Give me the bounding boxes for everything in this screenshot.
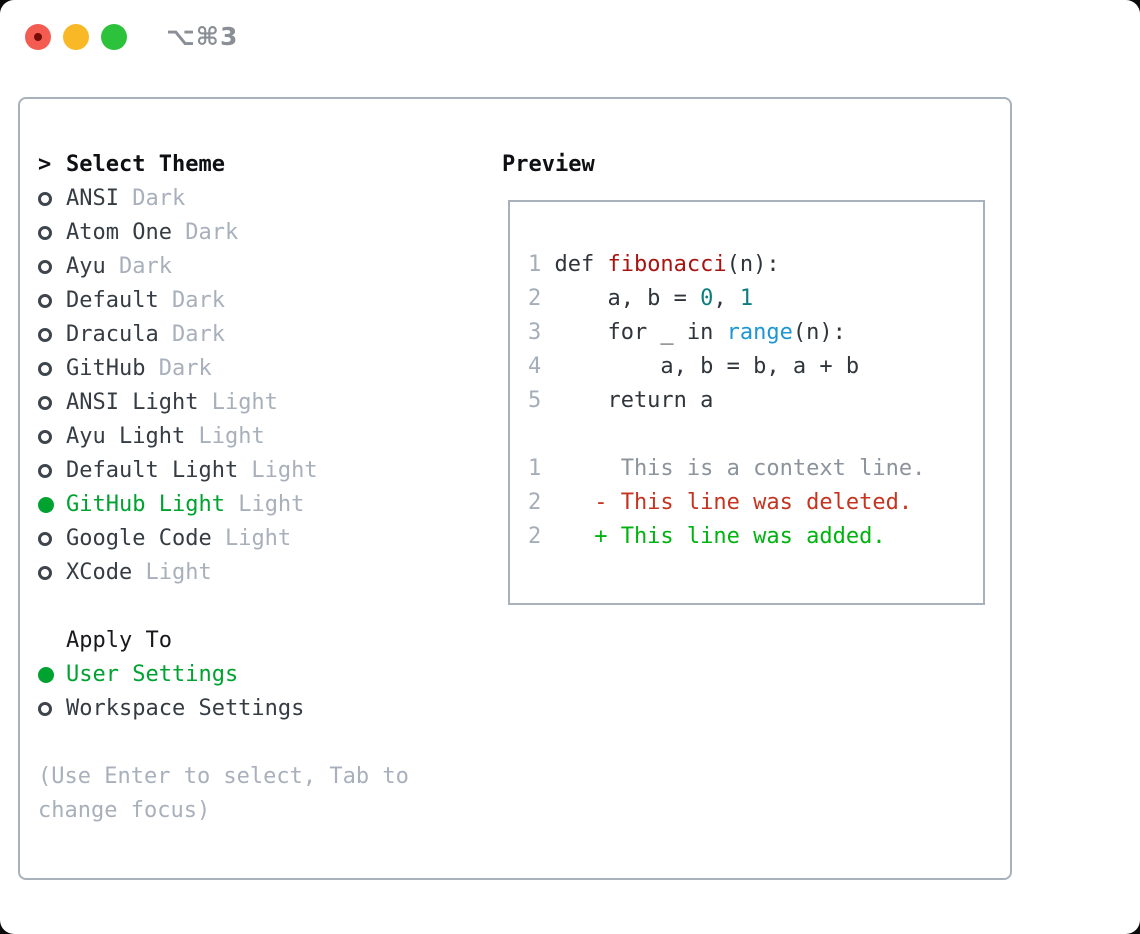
line-number: 1 [528,456,542,481]
theme-option-ayu-light[interactable]: Ayu Light Light [38,420,488,454]
radio-unselected-icon [38,464,66,478]
line-number: 4 [528,354,542,379]
theme-option-google-code[interactable]: Google Code Light [38,522,488,556]
hint-text: (Use Enter to select, Tab to change focus… [38,760,488,828]
radio-unselected-icon [38,566,66,580]
preview-line: 2 + This line was added. [528,520,983,554]
spacer [38,726,488,760]
radio-unselected-icon [38,362,66,376]
theme-variant-label: Dark [105,254,172,279]
radio-selected-icon [38,667,66,683]
line-number: 2 [528,524,542,549]
title-bar: ⌥⌘3 [0,0,1140,74]
theme-option-label: Atom One Dark [66,220,239,245]
theme-variant-label: Light [185,424,265,449]
theme-variant-label: Light [238,458,318,483]
spacer [38,590,488,624]
theme-option-default-light[interactable]: Default Light Light [38,454,488,488]
radio-unselected-icon [38,396,66,410]
apply-option-workspace-settings[interactable]: Workspace Settings [38,692,488,726]
line-number: 5 [528,388,542,413]
minimize-button[interactable] [63,24,89,50]
theme-option-label: Ayu Light Light [66,424,265,449]
preview-title: Preview [502,152,595,177]
theme-option-label: Ayu Dark [66,254,172,279]
preview-line: 2 - This line was deleted. [528,486,983,520]
focus-caret-icon: > [38,152,52,177]
line-number: 3 [528,320,542,345]
zoom-button[interactable] [101,24,127,50]
theme-option-label: XCode Light [66,560,212,585]
theme-option-atom-one[interactable]: Atom One Dark [38,216,488,250]
theme-variant-label: Dark [158,322,225,347]
theme-variant-label: Light [132,560,212,585]
theme-option-label: GitHub Light Light [66,492,305,517]
preview-line: 5 return a [528,384,983,418]
hint-line: (Use Enter to select, Tab to [38,764,409,789]
theme-option-label: Default Dark [66,288,225,313]
apply-option-user-settings[interactable]: User Settings [38,658,488,692]
preview-line: 2 a, b = 0, 1 [528,282,983,316]
radio-selected-icon [38,497,66,513]
theme-option-xcode[interactable]: XCode Light [38,556,488,590]
select-theme-header: > Select Theme [38,148,488,182]
theme-variant-label: Light [198,390,278,415]
preview-line: 4 a, b = b, a + b [528,350,983,384]
theme-option-dracula[interactable]: Dracula Dark [38,318,488,352]
radio-unselected-icon [38,430,66,444]
apply-option-label: User Settings [66,662,239,687]
theme-option-label: ANSI Dark [66,186,186,211]
preview-line: 3 for _ in range(n): [528,316,983,350]
theme-variant-label: Dark [145,356,212,381]
line-number: 1 [528,252,542,277]
radio-unselected-icon [38,328,66,342]
apply-to-title: Apply To [66,628,172,653]
theme-variant-label: Light [224,492,305,517]
line-number: 2 [528,490,542,515]
theme-option-label: Dracula Dark [66,322,225,347]
select-theme-title: Select Theme [66,152,225,177]
theme-option-label: Default Light Light [66,458,318,483]
radio-unselected-icon [38,294,66,308]
radio-unselected-icon [38,192,66,206]
theme-option-ansi[interactable]: ANSI Dark [38,182,488,216]
theme-option-ayu[interactable]: Ayu Dark [38,250,488,284]
radio-unselected-icon [38,702,66,716]
theme-variant-label: Dark [118,186,186,211]
line-number: 2 [528,286,542,311]
theme-option-label: Google Code Light [66,526,292,551]
theme-option-label: GitHub Dark [66,356,212,381]
hint-line: change focus) [38,798,211,823]
theme-variant-label: Dark [158,288,225,313]
preview-line: 1 This is a context line. [528,452,983,486]
radio-unselected-icon [38,260,66,274]
theme-variant-label: Light [211,526,292,551]
window-title: ⌥⌘3 [166,22,239,51]
theme-option-default[interactable]: Default Dark [38,284,488,318]
theme-option-ansi-light[interactable]: ANSI Light Light [38,386,488,420]
apply-to-header: Apply To [38,624,488,658]
theme-option-github-light[interactable]: GitHub Light Light [38,488,488,522]
radio-unselected-icon [38,532,66,546]
radio-unselected-icon [38,226,66,240]
theme-option-label: ANSI Light Light [66,390,278,415]
close-button[interactable] [25,24,51,50]
theme-option-github[interactable]: GitHub Dark [38,352,488,386]
apply-option-label: Workspace Settings [66,696,305,721]
theme-variant-label: Dark [171,220,239,245]
preview-line [528,418,983,452]
